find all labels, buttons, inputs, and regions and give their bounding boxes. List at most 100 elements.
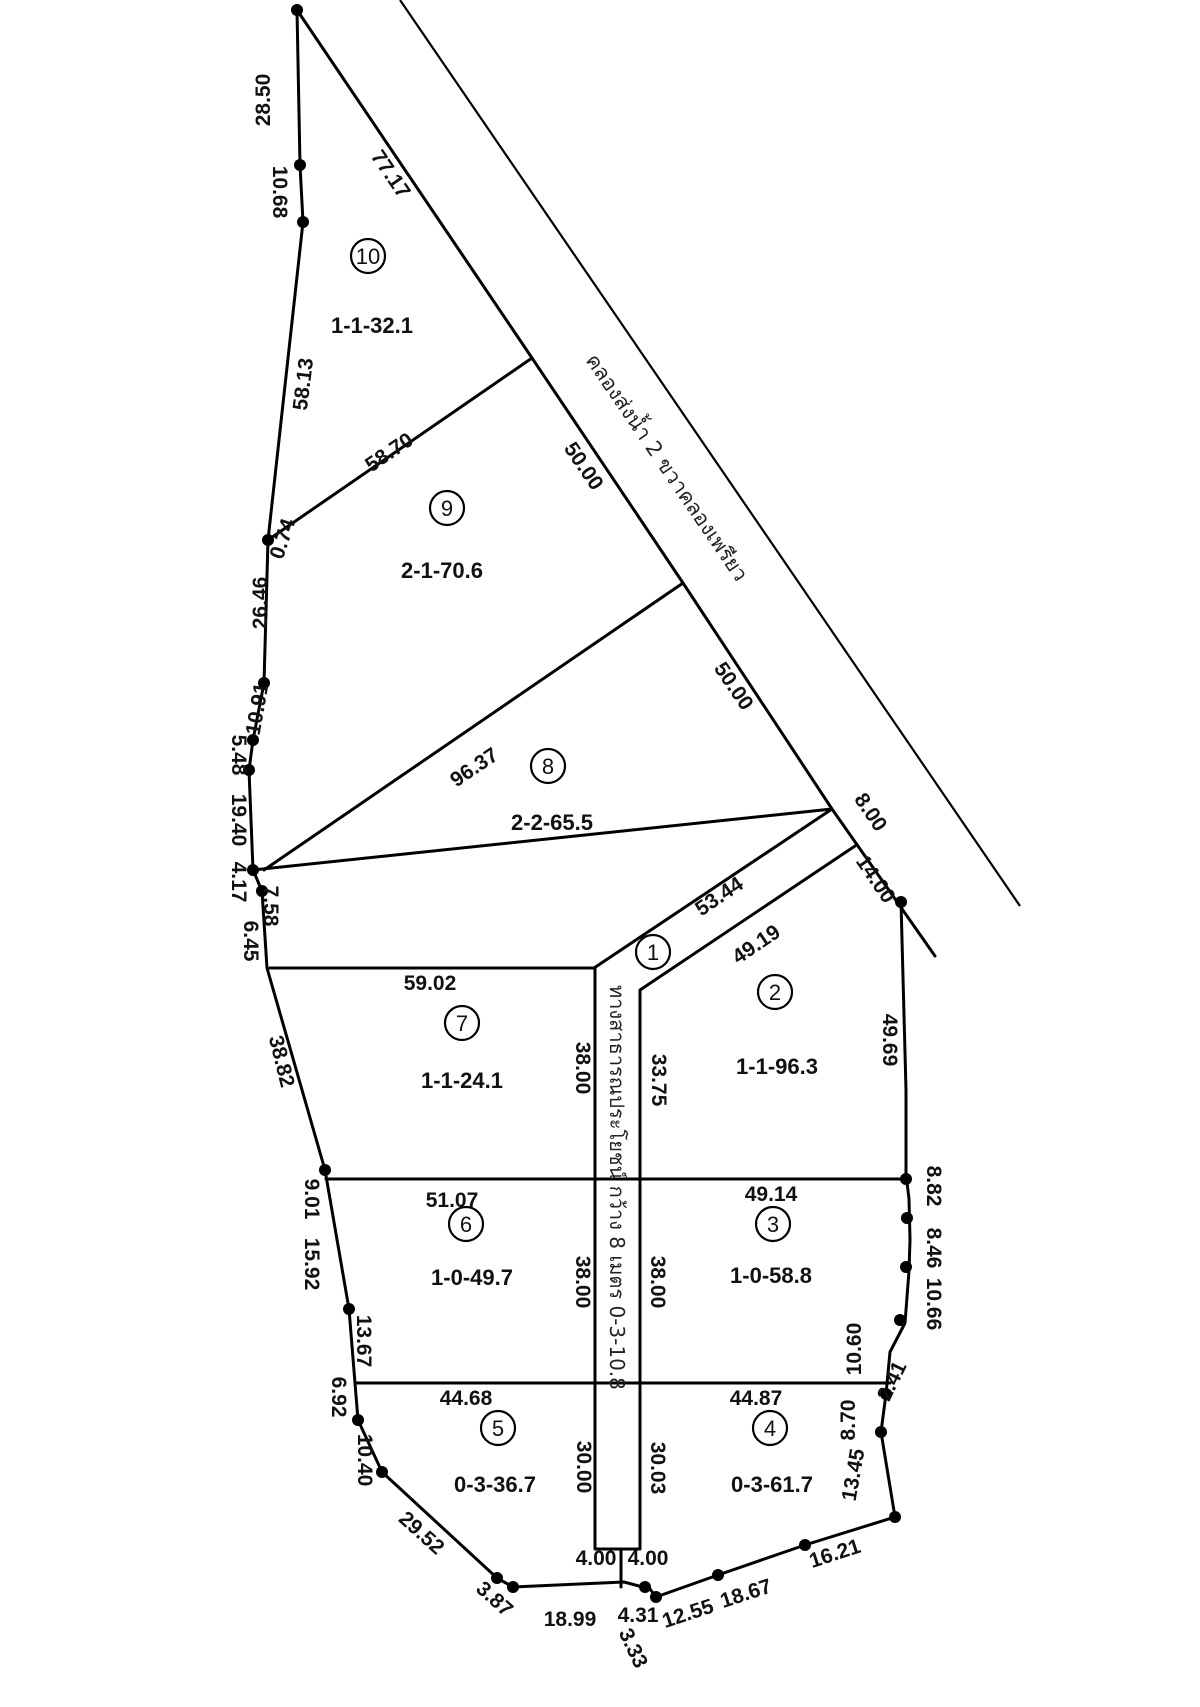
dimension-label: 4.31 [618, 1604, 659, 1627]
road-label: ทางสาธารณประโยชน์ กว้าง 8 เมตร 0-3-10.8 [605, 985, 629, 1390]
parcel-4-area: 0-3-61.7 [731, 1472, 813, 1497]
boundary-point [650, 1591, 662, 1603]
dimension-label: 8.82 [922, 1166, 945, 1207]
boundary-point [889, 1511, 901, 1523]
boundary-point [343, 1303, 355, 1315]
boundary-point [262, 534, 274, 546]
line-10-9 [266, 356, 534, 542]
parcel-7-marker: 7 [443, 1004, 481, 1042]
canal-side-boundary [295, 8, 937, 958]
dimension-label: 49.14 [745, 1183, 798, 1206]
dimension-label: 26.46 [249, 577, 272, 630]
dimension-label: 10.91 [242, 681, 274, 737]
parcel-number: 2 [769, 980, 781, 1005]
boundary-point [712, 1569, 724, 1581]
parcel-number-circle [529, 747, 567, 785]
parcel-number-circle [447, 1205, 485, 1243]
dimension-label: 18.67 [717, 1575, 774, 1613]
boundary-point [258, 677, 270, 689]
boundary-point [900, 1173, 912, 1185]
dimension-label: 10.68 [268, 166, 291, 219]
dimension-label: 15.92 [300, 1238, 323, 1291]
road-outline [593, 844, 857, 1551]
canal-edge-line [399, 0, 1021, 907]
dimension-label: 49.69 [878, 1014, 901, 1067]
parcel-number-circle [479, 1409, 517, 1447]
parcel-8-marker: 8 [529, 747, 567, 785]
canal-label: คลองส่งน้ำ 2 ขวาคลองเพรียว [581, 348, 755, 586]
boundary-point [319, 1164, 331, 1176]
dimension-label: 38.00 [571, 1256, 594, 1309]
boundary-point [376, 1466, 388, 1478]
dimension-label: 96.37 [446, 743, 502, 791]
boundary-point [294, 159, 306, 171]
parcel-number-circle [634, 933, 672, 971]
dimension-label: 10.40 [353, 1434, 376, 1487]
dimension-label: 44.87 [730, 1387, 783, 1410]
boundary-point [491, 1572, 503, 1584]
parcel-number-circle [754, 1205, 792, 1243]
dimension-label: 28.50 [252, 74, 275, 127]
parcel-number-circle [443, 1004, 481, 1042]
dimension-label: 49.19 [728, 920, 784, 968]
parcel-number: 7 [456, 1011, 468, 1036]
boundary-point [256, 885, 268, 897]
dimension-label: 10.60 [843, 1323, 866, 1376]
parcel-number-circle [751, 1409, 789, 1447]
dimension-label: 13.45 [838, 1447, 870, 1503]
dimension-label: 4.17 [227, 862, 250, 903]
dimension-label: 30.03 [646, 1442, 669, 1495]
parcel-2-marker: 2 [756, 973, 794, 1011]
parcel-9-area: 2-1-70.6 [401, 558, 483, 583]
boundary-point [247, 734, 259, 746]
parcel-4-marker: 4 [751, 1409, 789, 1447]
boundary-point [901, 1212, 913, 1224]
dimension-label: 10.66 [922, 1278, 945, 1331]
dimension-label: 18.99 [544, 1608, 597, 1631]
dimension-label: 4.00 [576, 1547, 617, 1570]
boundary-point [900, 1261, 912, 1273]
line-9-8 [262, 581, 685, 872]
parcel-10-marker: 10 [349, 237, 387, 275]
boundary-point [875, 1426, 887, 1438]
dimension-label: 13.67 [352, 1315, 375, 1368]
dimension-label: 58.13 [289, 357, 318, 412]
parcel-8-area: 2-2-65.5 [511, 810, 593, 835]
dimension-label: 29.52 [394, 1507, 448, 1559]
dimension-label: 5.48 [227, 735, 250, 776]
parcel-number-circle [756, 973, 794, 1011]
dimension-label: 30.00 [572, 1441, 595, 1494]
boundary-point [507, 1581, 519, 1593]
dimension-label: 38.82 [264, 1033, 299, 1090]
boundary-point [297, 216, 309, 228]
parcel-number: 9 [441, 496, 453, 521]
dimension-label: 44.68 [440, 1387, 493, 1410]
parcel-number: 6 [460, 1212, 472, 1237]
dimension-label: 7.58 [259, 886, 282, 927]
dimension-label: 8.70 [837, 1400, 860, 1441]
dimension-label: 50.00 [559, 438, 608, 494]
parcel-6-marker: 6 [447, 1205, 485, 1243]
parcel-2-area: 1-1-96.3 [736, 1054, 818, 1079]
dimension-label: 19.40 [227, 794, 250, 847]
parcel-number-circle [428, 489, 466, 527]
boundary-point [880, 1388, 892, 1400]
dimension-label: 12.55 [659, 1595, 716, 1633]
dimension-label: 38.00 [571, 1042, 594, 1095]
dimension-label: 2.41 [873, 1357, 912, 1404]
parcel-number: 3 [767, 1212, 779, 1237]
dimension-label: 58.70 [361, 428, 417, 476]
dimension-label: 9.01 [300, 1179, 323, 1220]
dimension-label: 59.02 [404, 972, 457, 995]
boundary-point [894, 1314, 906, 1326]
boundary-point [291, 4, 303, 16]
parcel-6-area: 1-0-49.7 [431, 1265, 513, 1290]
boundary-points [243, 4, 913, 1603]
outer-boundary [247, 8, 912, 1599]
boundary-point [895, 896, 907, 908]
parcel-3-area: 1-0-58.8 [730, 1263, 812, 1288]
boundary-point [243, 764, 255, 776]
parcel-number: 1 [647, 940, 659, 965]
parcel-5-marker: 5 [479, 1409, 517, 1447]
